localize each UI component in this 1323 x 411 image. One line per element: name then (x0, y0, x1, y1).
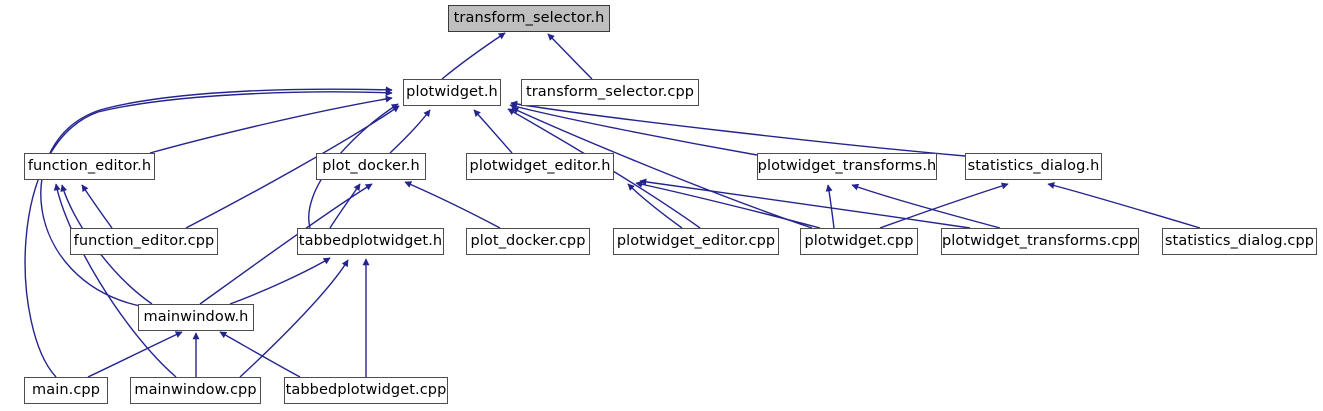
node-label: transform_selector.h (453, 10, 605, 27)
edge-transform_selector_cpp-to-transform_selector_h (547, 33, 593, 80)
edge-plotwidget_h-to-transform_selector_h (441, 32, 506, 80)
node-transform_selector_cpp[interactable]: transform_selector.cpp (521, 79, 699, 106)
node-mainwindow_cpp[interactable]: mainwindow.cpp (130, 377, 261, 404)
edge-main_cpp-to-mainwindow_h (87, 331, 183, 378)
edge-plotwidget_editor_h-to-plotwidget_h (473, 109, 513, 154)
edge-tabbedplotwidget_cpp-to-mainwindow_h (219, 331, 301, 378)
node-statistics_dialog_h[interactable]: statistics_dialog.h (965, 153, 1102, 180)
edge-function_editor_cpp-to-function_editor_h (81, 184, 113, 229)
node-function_editor_cpp[interactable]: function_editor.cpp (70, 228, 218, 255)
edge-mainwindow_cpp-to-tabbedplotwidget_h (239, 259, 349, 378)
node-label: plotwidget.cpp (804, 233, 914, 250)
node-plotwidget_h[interactable]: plotwidget.h (403, 79, 501, 106)
edge-mainwindow_h-to-tabbedplotwidget_h (229, 257, 331, 305)
edge-tabbedplotwidget_h-to-plot_docker_h (329, 183, 361, 229)
node-main_cpp[interactable]: main.cpp (24, 377, 108, 404)
node-label: mainwindow.cpp (134, 382, 257, 399)
node-label: statistics_dialog.cpp (1164, 233, 1315, 250)
edge-plot_docker_h-to-plotwidget_h (389, 109, 431, 154)
node-plot_docker_cpp[interactable]: plot_docker.cpp (466, 228, 590, 255)
node-label: transform_selector.cpp (525, 84, 695, 101)
node-function_editor_h[interactable]: function_editor.h (24, 153, 155, 180)
node-label: plotwidget_editor.cpp (616, 233, 776, 250)
node-label: plot_docker.cpp (470, 233, 586, 250)
edge-plotwidget_cpp-to-plotwidget_transforms_h (825, 184, 835, 229)
node-label: function_editor.cpp (73, 233, 215, 250)
node-plotwidget_cpp[interactable]: plotwidget.cpp (800, 228, 918, 255)
node-plotwidget_transforms_cpp[interactable]: plotwidget_transforms.cpp (941, 228, 1139, 255)
node-label: statistics_dialog.h (967, 158, 1100, 175)
node-label: plotwidget_editor.h (469, 158, 611, 175)
node-tabbedplotwidget_cpp[interactable]: tabbedplotwidget.cpp (284, 377, 448, 404)
node-tabbedplotwidget_h[interactable]: tabbedplotwidget.h (297, 228, 444, 255)
edge-plotwidget_transforms_cpp-to-plotwidget_editor_h (639, 178, 971, 229)
node-label: mainwindow.h (143, 309, 249, 326)
node-label: main.cpp (31, 382, 101, 399)
edge-statistics_dialog_cpp-to-statistics_dialog_h (1047, 182, 1201, 229)
edge-function_editor_h-to-plotwidget_h (149, 95, 393, 154)
node-label: plotwidget_transforms.cpp (941, 233, 1139, 250)
edge-plot_docker_cpp-to-plot_docker_h (404, 181, 501, 229)
node-plotwidget_editor_cpp[interactable]: plotwidget_editor.cpp (613, 228, 779, 255)
node-plot_docker_h[interactable]: plot_docker.h (316, 153, 426, 180)
edge-plotwidget_cpp-to-statistics_dialog_h (879, 182, 1009, 229)
edge-mainwindow_h-to-plotwidget_h (40, 86, 393, 307)
node-statistics_dialog_cpp[interactable]: statistics_dialog.cpp (1162, 228, 1317, 255)
node-label: plotwidget.h (406, 84, 498, 101)
node-plotwidget_editor_h[interactable]: plotwidget_editor.h (466, 153, 614, 180)
node-label: plot_docker.h (322, 158, 420, 175)
node-mainwindow_h[interactable]: mainwindow.h (138, 304, 254, 331)
node-plotwidget_transforms_h[interactable]: plotwidget_transforms.h (757, 153, 937, 180)
edge-plotwidget_transforms_h-to-plotwidget_h (509, 103, 758, 156)
node-label: tabbedplotwidget.h (298, 233, 443, 250)
edge-plotwidget_editor_cpp-to-plotwidget_editor_h (627, 183, 683, 229)
edge-plotwidget_transforms_cpp-to-plotwidget_transforms_h (851, 183, 1001, 229)
node-transform_selector_h[interactable]: transform_selector.h (448, 5, 610, 32)
edge-statistics_dialog_h-to-plotwidget_h (510, 100, 966, 157)
node-label: tabbedplotwidget.cpp (285, 382, 447, 399)
edge-plotwidget_cpp-to-plotwidget_editor_h (635, 180, 821, 229)
node-label: function_editor.h (27, 158, 152, 175)
edge-mainwindow_cpp-to-function_editor_h (53, 183, 177, 378)
node-label: plotwidget_transforms.h (757, 158, 937, 175)
